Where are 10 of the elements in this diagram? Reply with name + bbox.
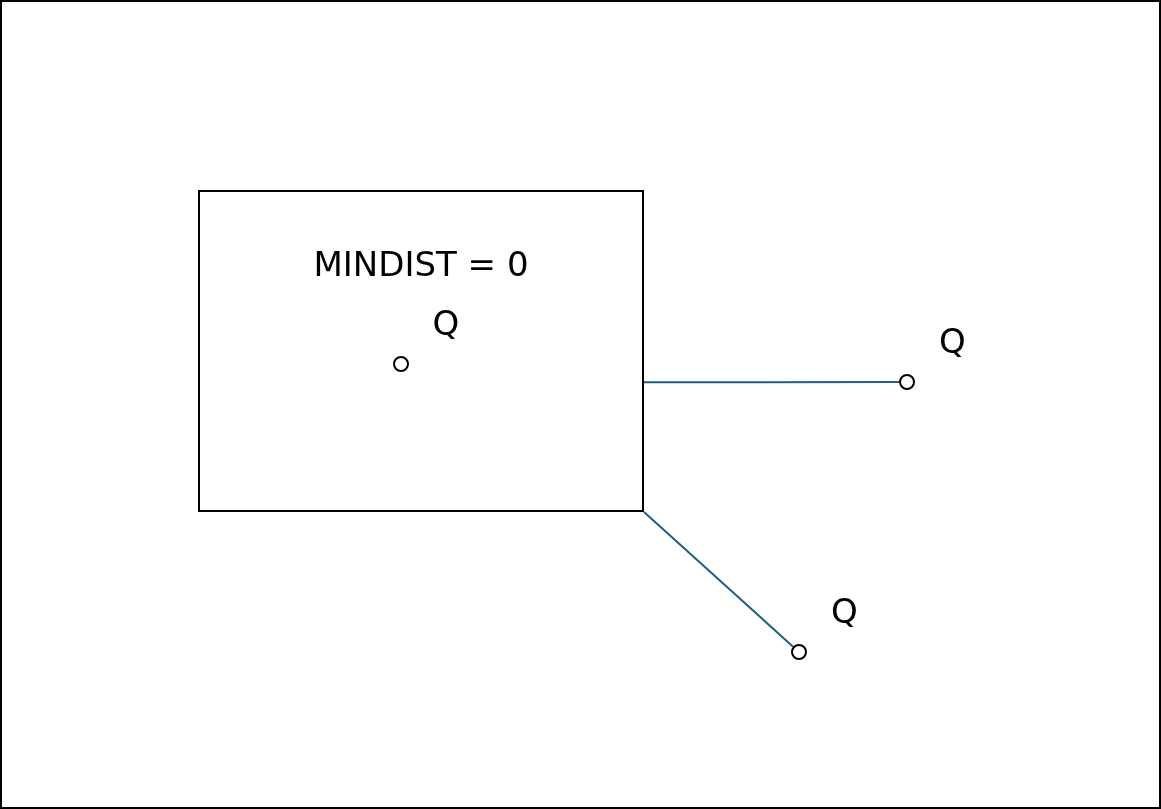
point-marker [791,644,807,660]
point-label: Q [831,594,858,628]
point-marker [392,355,409,372]
connector-line [643,381,900,384]
point-label: Q [432,305,460,340]
connector-line [643,511,795,648]
point-marker [899,374,915,390]
point-label: Q [939,324,966,358]
rectangle-region [198,190,644,512]
region-label: MINDIST = 0 [312,244,530,284]
